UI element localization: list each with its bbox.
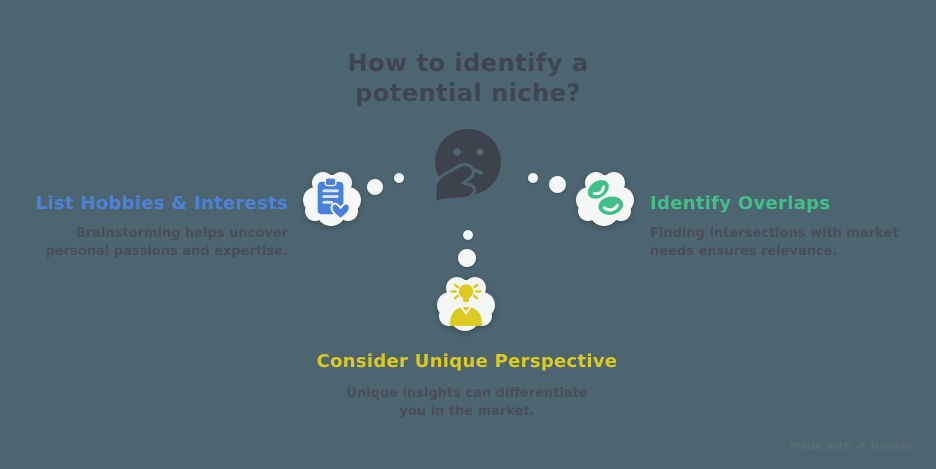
section-hobbies-description: Brainstorming helps uncover personal pas… bbox=[45, 226, 288, 259]
thought-bubble-perspective bbox=[432, 271, 500, 339]
watermark: Made with Napkin bbox=[790, 440, 912, 454]
thought-bubble-overlaps bbox=[571, 166, 639, 234]
section-overlaps-description: Finding intersections with market needs … bbox=[650, 226, 899, 259]
section-overlaps-heading: Identify Overlaps bbox=[650, 193, 831, 214]
napkin-logo-icon bbox=[856, 440, 867, 454]
watermark-prefix: Made with bbox=[789, 441, 852, 453]
title-line-1: How to identify a bbox=[347, 49, 589, 77]
watermark-brand: Napkin bbox=[870, 441, 912, 453]
thinking-face-emoji bbox=[427, 127, 507, 213]
page-title: How to identify a potential niche? bbox=[0, 48, 936, 108]
title-line-2: potential niche? bbox=[355, 79, 581, 107]
thought-dot bbox=[367, 179, 383, 195]
section-perspective-description: Unique insights can differentiate you in… bbox=[346, 386, 588, 419]
thought-dot bbox=[394, 173, 404, 183]
section-overlaps: Identify Overlaps Finding intersections … bbox=[650, 193, 926, 261]
overlap-ellipses-icon bbox=[584, 177, 626, 223]
thought-dot bbox=[463, 230, 473, 240]
thought-bubble-hobbies bbox=[298, 166, 366, 234]
section-hobbies: List Hobbies & Interests Brainstorming h… bbox=[10, 193, 288, 261]
section-hobbies-heading: List Hobbies & Interests bbox=[35, 193, 288, 214]
clipboard-heart-icon bbox=[311, 175, 353, 225]
thought-dot bbox=[549, 176, 566, 193]
idea-person-icon bbox=[445, 280, 487, 330]
thought-dot bbox=[528, 173, 538, 183]
thought-dot bbox=[458, 249, 476, 267]
section-perspective: Consider Unique Perspective Unique insig… bbox=[267, 351, 667, 421]
section-perspective-heading: Consider Unique Perspective bbox=[316, 351, 618, 372]
